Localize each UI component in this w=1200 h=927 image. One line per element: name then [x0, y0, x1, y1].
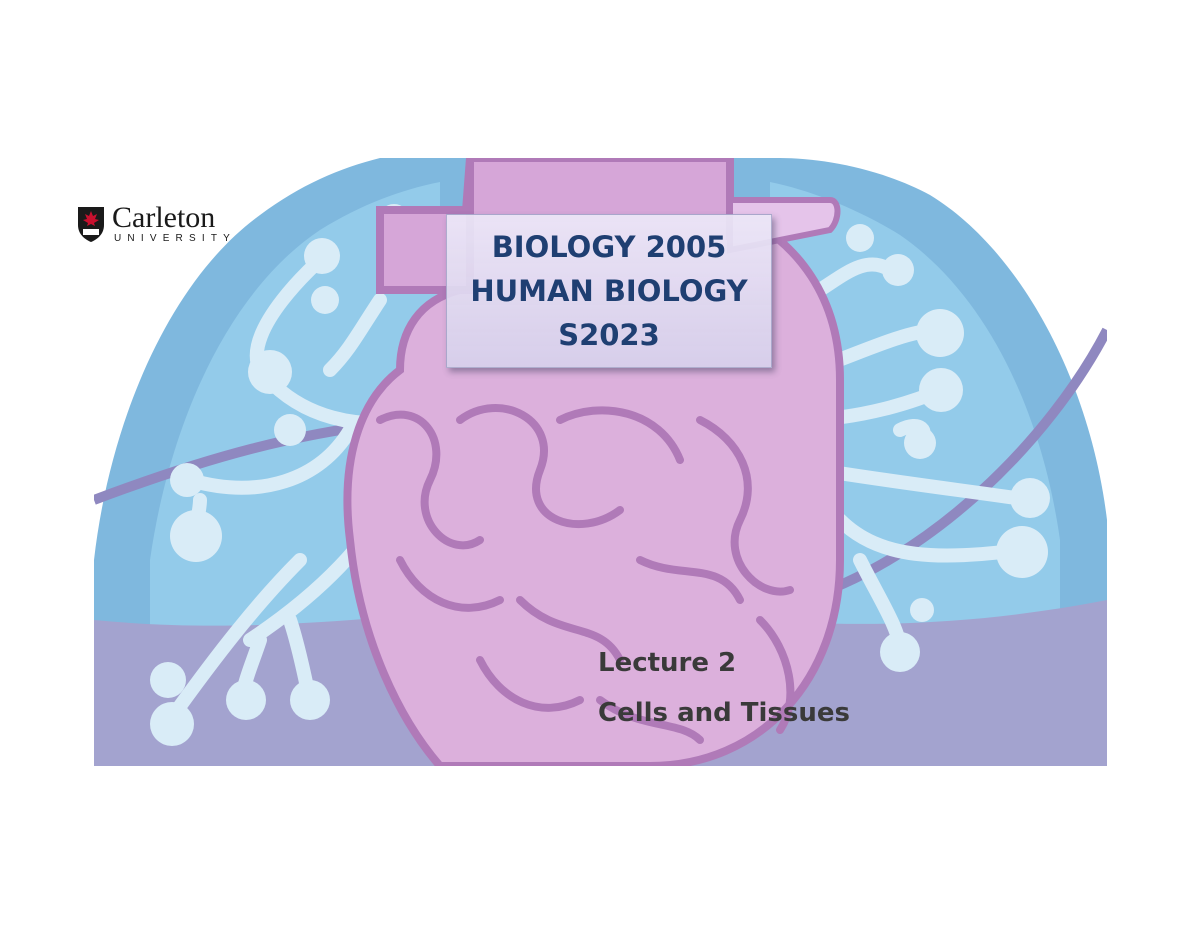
lecture-info: Lecture 2 Cells and Tissues [598, 638, 850, 738]
left-alveoli [150, 204, 410, 746]
course-title-box: BIOLOGY 2005 HUMAN BIOLOGY S2023 [446, 214, 772, 368]
logo-wordmark: Carleton [112, 201, 216, 234]
carleton-shield-icon [78, 207, 104, 242]
course-name: HUMAN BIOLOGY [470, 274, 748, 308]
logo-subtitle: UNIVERSITY [114, 233, 237, 244]
carleton-logo: Carleton UNIVERSITY [74, 201, 237, 245]
right-alveoli [846, 224, 1050, 672]
lecture-number: Lecture 2 [598, 648, 737, 678]
lecture-topic: Cells and Tissues [598, 698, 851, 728]
course-term: S2023 [558, 318, 660, 352]
course-code: BIOLOGY 2005 [491, 230, 727, 264]
